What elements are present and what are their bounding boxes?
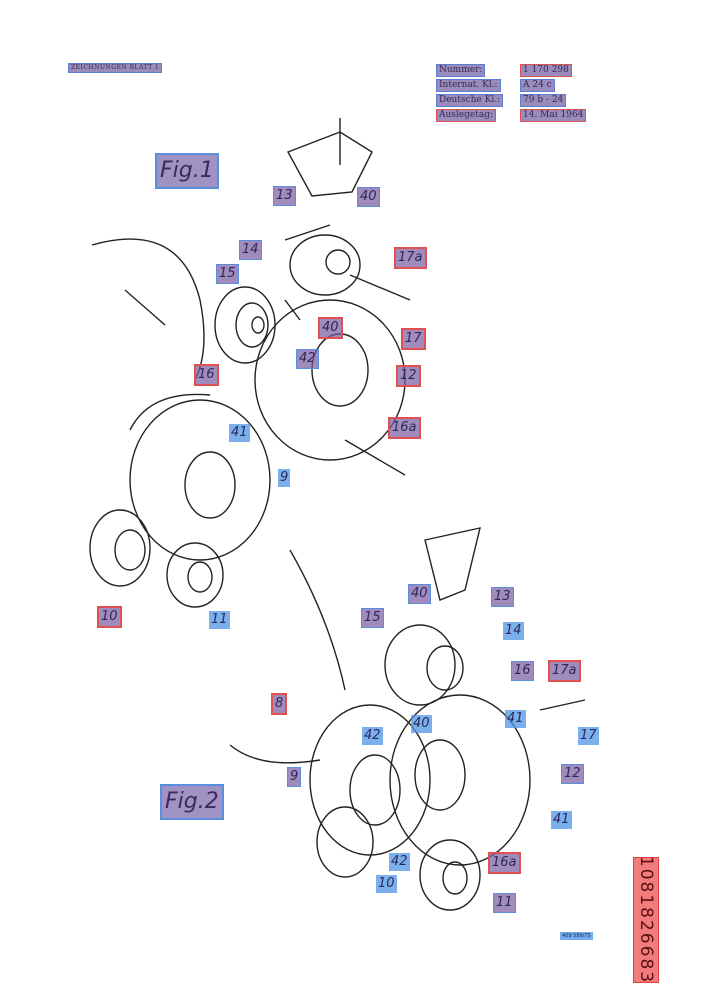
figure-1-label: 40 [318, 317, 343, 339]
figure-1-label: 11 [209, 611, 230, 629]
figure-2-label: 17 [578, 727, 599, 745]
figure-2-label: 9 [286, 767, 302, 787]
field-label-deutsche-kl: Deutsche Kl.: [435, 94, 504, 107]
figure-2-label: 13 [491, 587, 514, 607]
figure-2-label: 42 [389, 853, 410, 871]
figure-1-label: 9 [278, 469, 291, 487]
figure-2-label: 10 [376, 875, 397, 893]
figure-2-label: 40 [408, 584, 431, 604]
figure-2-label: 8 [270, 693, 288, 715]
figure-2-label: 41 [551, 811, 572, 829]
field-label-auslegetag: Auslegetag: [436, 109, 496, 122]
field-value-deutsche-kl: 79 b - 24 [519, 94, 567, 107]
figure-2-label: 40 [411, 715, 432, 733]
figure-1-label: 16a [388, 417, 421, 439]
print-stamp: 409 589/75 [560, 932, 593, 940]
field-value-nummer: 1 170 298 [520, 64, 572, 77]
document-number-text: 1081826683 [636, 855, 656, 985]
figure-2-label: 15 [361, 608, 384, 628]
sheet-title: ZEICHNUNGEN BLATT 1 [67, 63, 163, 73]
figure-2-label: 14 [503, 622, 524, 640]
figure-1-label: 41 [229, 424, 250, 442]
figure-1-label: 13 [273, 186, 296, 206]
figure-1-label: 15 [216, 264, 239, 284]
field-value-internat-kl: A 24 c [520, 79, 555, 92]
field-value-auslegetag: 14. Mai 1964 [519, 109, 587, 122]
figure-2-label: 12 [561, 764, 584, 784]
figure-1-label: 42 [296, 349, 319, 369]
figure-2-label: 11 [493, 893, 516, 913]
figure-1-label: 17 [401, 328, 426, 350]
document-number: 1081826683 [633, 855, 659, 985]
figure-1-label: 14 [239, 240, 262, 260]
figure-1-title: Fig.1 [155, 153, 219, 189]
figure-2-label: 41 [505, 710, 526, 728]
field-label-internat-kl: Internat. Kl.: [436, 79, 501, 92]
figure-2-title: Fig.2 [160, 784, 224, 820]
figure-2-label: 42 [362, 727, 383, 745]
figure-1-label: 17a [394, 247, 427, 269]
figure-1-label: 40 [357, 187, 380, 207]
figure-2-label: 16 [511, 661, 534, 681]
figure-1-label: 12 [396, 365, 421, 387]
figure-1-label: 16 [194, 364, 219, 386]
field-label-nummer: Nummer: [435, 64, 486, 77]
figure-1-label: 10 [97, 606, 122, 628]
figure-2-label: 16a [488, 852, 521, 874]
figure-2-label: 17a [548, 660, 581, 682]
